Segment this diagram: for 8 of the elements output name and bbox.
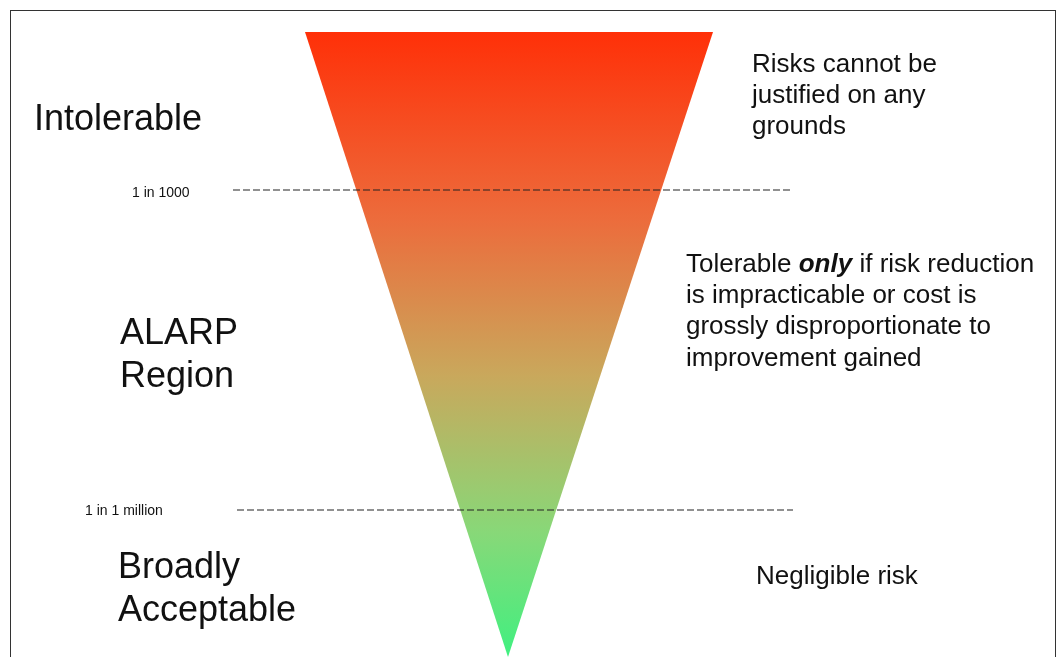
zone-label: Intolerable	[34, 96, 204, 140]
zone-label: ALARP Region	[120, 310, 239, 397]
zone-description: Risks cannot be justified on any grounds	[752, 48, 938, 142]
zone-description: Negligible risk	[756, 560, 919, 592]
threshold-label: 1 in 1000	[132, 184, 191, 201]
zone-label: Broadly Acceptable	[118, 544, 298, 631]
zone-description: Tolerable only if risk reduction is impracticable or cost is grossly disproportionate to improvement gained	[686, 248, 1036, 373]
threshold-label: 1 in 1 million	[85, 502, 164, 519]
